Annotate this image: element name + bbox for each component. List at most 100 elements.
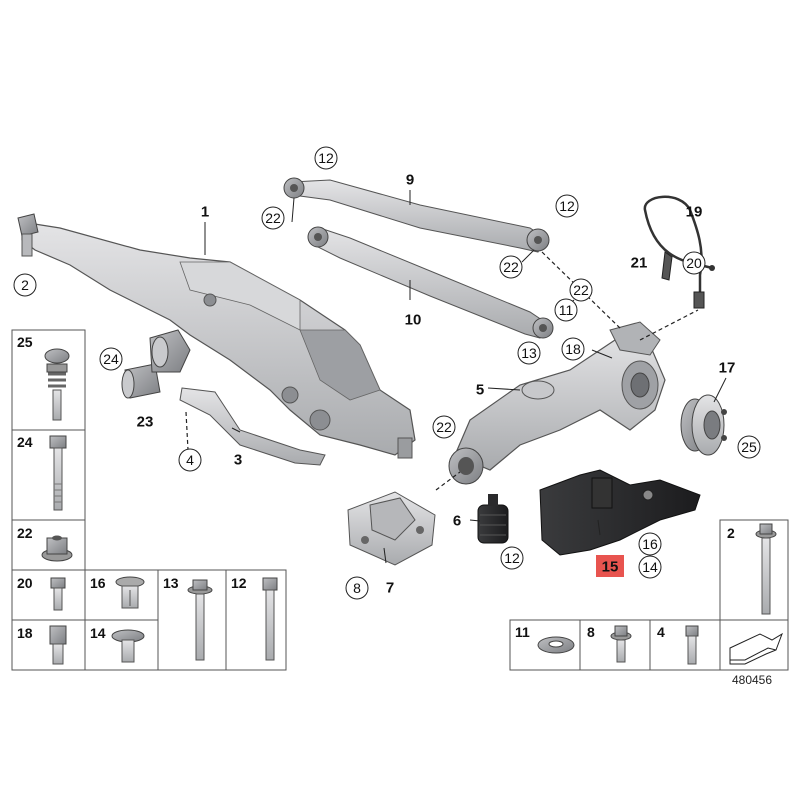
callout-19: 19: [686, 204, 703, 221]
rubber-mount-6: [477, 494, 509, 544]
svg-text:1: 1: [201, 204, 209, 221]
callout-8: 8: [345, 576, 369, 600]
svg-text:3: 3: [234, 452, 242, 469]
callout-1: 1: [201, 204, 209, 221]
callout-16: 16: [638, 532, 662, 556]
svg-text:22: 22: [265, 210, 281, 226]
table-cell-13: 13: [163, 575, 179, 591]
callout-12-top: 12: [314, 146, 338, 170]
wheel-carrier-5: [454, 321, 666, 471]
callout-13: 13: [517, 341, 541, 365]
svg-text:20: 20: [686, 255, 702, 271]
direction-arrow-icon: [729, 632, 783, 665]
mounting-plate-7: [347, 491, 436, 566]
callout-7: 7: [386, 580, 394, 597]
svg-text:16: 16: [642, 536, 658, 552]
callout-12-right: 12: [555, 194, 579, 218]
subframe-bushing-mounted: [149, 329, 191, 373]
table-cell-24: 24: [17, 434, 33, 450]
table-cell-20: 20: [17, 575, 33, 591]
svg-text:10: 10: [405, 312, 422, 329]
wheel-hub-17: [680, 394, 727, 456]
svg-text:4: 4: [186, 452, 194, 468]
table-cell-11: 11: [515, 624, 530, 640]
callout-2: 2: [13, 273, 37, 297]
callout-5: 5: [476, 382, 484, 399]
callout-20: 20: [682, 251, 706, 275]
callout-9: 9: [406, 172, 414, 189]
callout-17: 17: [719, 360, 736, 377]
callout-22-right: 22: [569, 278, 593, 302]
table-cell-16: 16: [90, 575, 106, 591]
upper-control-arm-9: [283, 177, 550, 253]
hex-bolt-long-icon: [49, 435, 67, 511]
svg-text:22: 22: [436, 419, 452, 435]
subframe-bushing-23: [121, 363, 161, 399]
diagram-reference-number: 480456: [732, 673, 772, 687]
table-cell-12: 12: [231, 575, 247, 591]
table-cell-2: 2: [727, 525, 735, 541]
carrier-lower-bushing: [448, 447, 484, 485]
long-bolt-icon: [755, 523, 777, 615]
brace-bracket-3: [179, 387, 326, 466]
svg-text:25: 25: [741, 439, 757, 455]
svg-text:6: 6: [453, 513, 461, 530]
abs-sensor-19: [643, 195, 715, 309]
callout-10: 10: [405, 312, 422, 329]
bolt-with-washer-icon: [44, 348, 70, 421]
svg-text:12: 12: [318, 150, 334, 166]
callout-12-mount: 12: [500, 546, 524, 570]
svg-text:13: 13: [521, 345, 537, 361]
cage-nut-icon: [115, 576, 145, 609]
svg-text:24: 24: [103, 351, 119, 367]
table-cell-4: 4: [657, 624, 665, 640]
washer-screw-icon: [111, 629, 145, 663]
callout-22-lower: 22: [432, 415, 456, 439]
guide-lines: [185, 251, 699, 491]
svg-text:5: 5: [476, 382, 484, 399]
svg-text:8: 8: [353, 580, 361, 596]
svg-text:19: 19: [686, 204, 703, 221]
svg-text:22: 22: [503, 259, 519, 275]
hex-bolt-icon: [262, 577, 278, 661]
sensor-clip-21: [661, 251, 673, 281]
fastener-table-right: 2 11 8 4: [509, 519, 789, 671]
svg-text:11: 11: [559, 302, 574, 318]
callout-23: 23: [137, 414, 154, 431]
short-bolt-icon: [50, 577, 66, 611]
svg-text:18: 18: [565, 341, 581, 357]
table-cell-14: 14: [90, 625, 106, 641]
washer-icon: [537, 636, 575, 654]
callout-24: 24: [99, 347, 123, 371]
svg-text:12: 12: [504, 550, 520, 566]
callout-3: 3: [234, 452, 242, 469]
callout-15-highlight: 15: [596, 555, 624, 577]
callout-22-mid: 22: [499, 255, 523, 279]
bolt-icon: [685, 625, 699, 665]
collar-bolt-icon: [187, 579, 213, 661]
fastener-table-left: 25 24 22 20 16 13 12 18 14: [11, 329, 287, 671]
svg-text:15: 15: [602, 559, 619, 576]
svg-text:9: 9: [406, 172, 414, 189]
callout-6: 6: [453, 513, 461, 530]
callout-21: 21: [631, 255, 648, 272]
callout-14: 14: [638, 555, 662, 579]
callout-11: 11: [554, 298, 578, 322]
table-cell-22: 22: [17, 525, 33, 541]
callout-18: 18: [561, 337, 585, 361]
rear-subframe-1: [17, 213, 416, 459]
svg-text:17: 17: [719, 360, 736, 377]
flange-bolt-icon: [610, 625, 632, 663]
svg-text:7: 7: [386, 580, 394, 597]
svg-text:14: 14: [642, 559, 658, 575]
svg-text:23: 23: [137, 414, 154, 431]
svg-text:22: 22: [573, 282, 589, 298]
flange-nut-icon: [41, 535, 73, 562]
callout-22-left: 22: [261, 206, 285, 230]
lower-control-arm-10: [307, 226, 554, 339]
callout-25: 25: [737, 435, 761, 459]
svg-text:12: 12: [559, 198, 575, 214]
table-cell-25: 25: [17, 334, 33, 350]
callout-4: 4: [178, 448, 202, 472]
